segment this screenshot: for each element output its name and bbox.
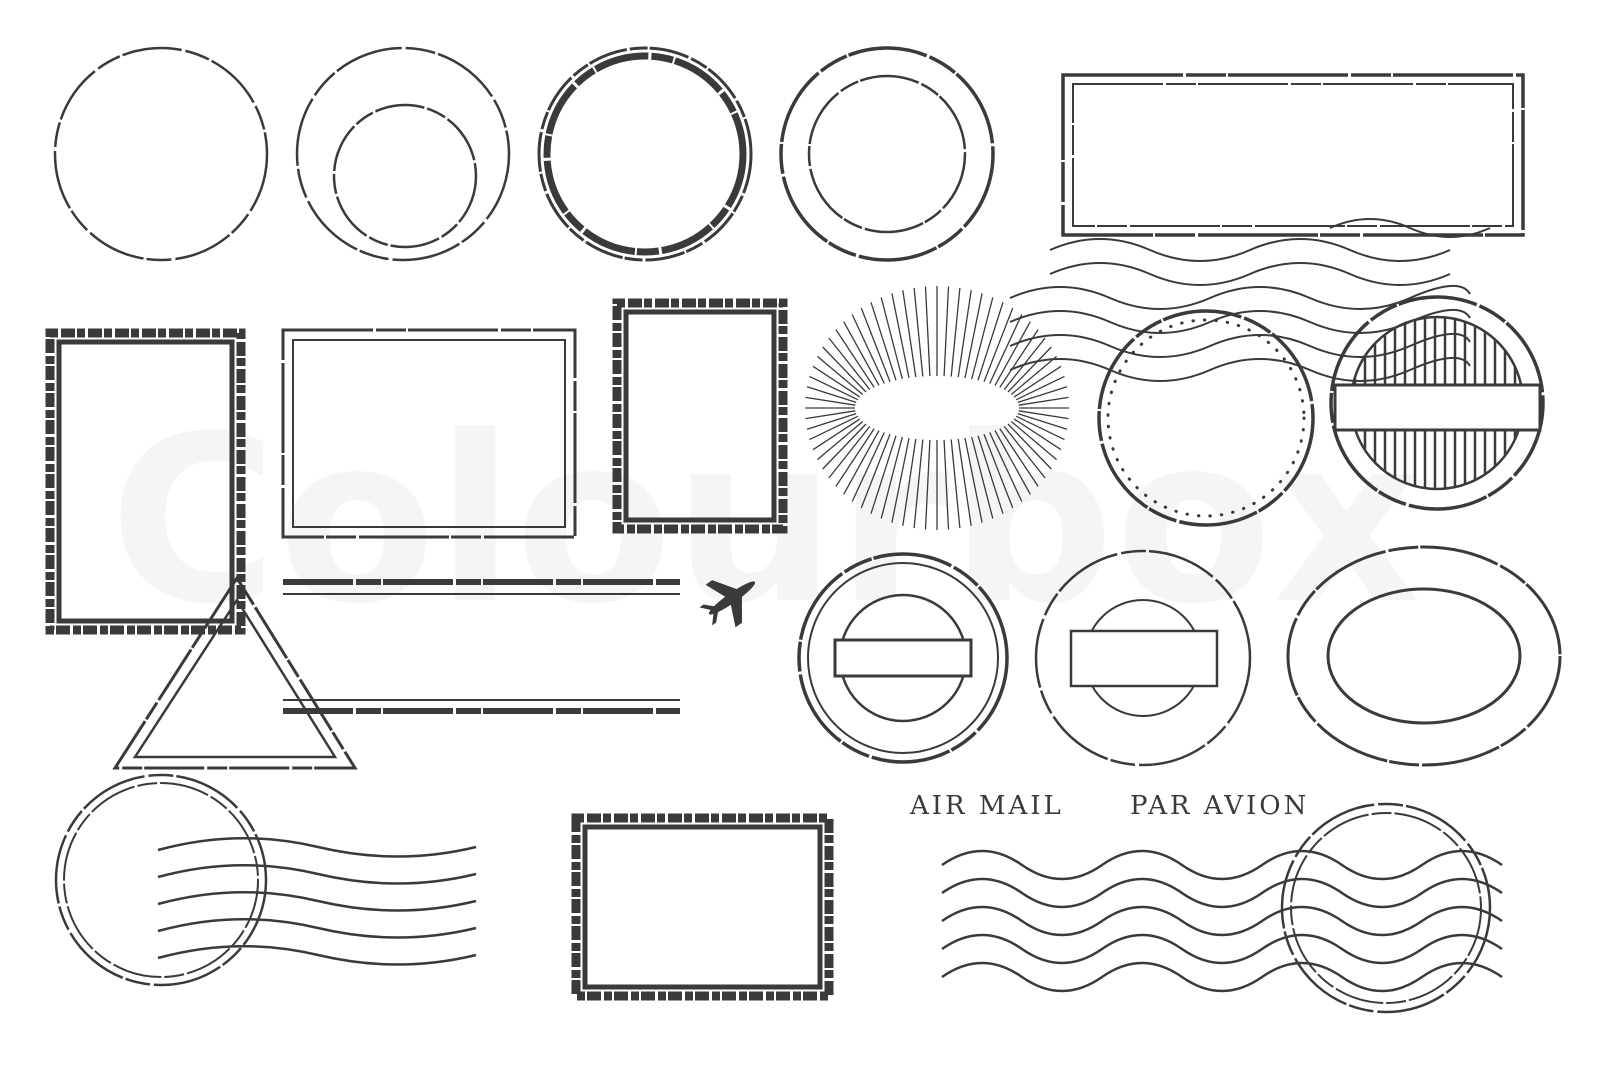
sunburst-ray xyxy=(1010,421,1058,461)
sunburst-ray xyxy=(822,346,867,393)
sunburst-ray xyxy=(828,425,871,479)
sunburst-ray xyxy=(835,428,875,487)
sunburst-ray xyxy=(977,435,1004,514)
sunburst-ray xyxy=(1013,418,1062,451)
sunburst-stamp xyxy=(805,286,1069,530)
sunburst-ray xyxy=(977,302,1004,381)
sunburst-ray xyxy=(851,314,885,384)
sunburst-ray xyxy=(957,438,972,526)
sunburst-ray xyxy=(835,329,875,388)
sunburst-ray xyxy=(805,410,856,420)
rectangle-stamp-landscape xyxy=(281,328,577,539)
sunburst-ray xyxy=(870,435,897,514)
postmark-wavy-lines-top xyxy=(1009,218,1491,382)
sunburst-ray xyxy=(1018,410,1069,420)
sunburst-ray xyxy=(851,432,885,502)
circle-stamp-thin xyxy=(53,46,269,262)
sunburst-ray xyxy=(957,290,972,378)
sunburst-ray xyxy=(1015,415,1065,441)
sunburst-ray xyxy=(870,302,897,381)
sunburst-ray xyxy=(924,286,931,377)
circle-stamp-offset-double xyxy=(295,46,511,262)
striped-circle-stamp xyxy=(1329,295,1545,511)
sunburst-ray xyxy=(943,286,950,377)
airplane-icon xyxy=(699,580,756,628)
sunburst-ray xyxy=(913,287,924,377)
sunburst-ray xyxy=(989,314,1023,384)
sunburst-ray xyxy=(812,365,861,398)
postmark-wavy-lines-bottom xyxy=(941,802,1503,1014)
sunburst-ray xyxy=(924,439,931,530)
sunburst-ray xyxy=(994,430,1031,495)
sunburst-ray xyxy=(1018,396,1069,406)
air-mail-label: AIR MAIL xyxy=(909,791,1064,821)
rectangle-stamp-double-border xyxy=(1061,73,1525,237)
sunburst-ray xyxy=(994,321,1031,386)
sunburst-ray xyxy=(809,375,859,401)
sunburst-ray xyxy=(989,432,1023,502)
sunburst-ray xyxy=(812,418,861,451)
circle-stamp-banner xyxy=(797,552,1009,764)
sunburst-ray xyxy=(971,436,994,519)
perforated-stamp-small xyxy=(612,298,788,534)
sunburst-ray xyxy=(913,439,924,529)
sunburst-ray xyxy=(822,423,867,470)
sunburst-ray xyxy=(860,433,891,509)
sunburst-ray xyxy=(806,386,857,404)
sunburst-ray xyxy=(964,293,983,379)
sunburst-ray xyxy=(806,412,857,430)
postmark-circle-with-lines xyxy=(54,773,477,987)
air-mail-bar-top xyxy=(283,579,680,595)
sunburst-ray xyxy=(828,337,871,391)
sunburst-ray xyxy=(1017,386,1068,404)
circle-stamp-label-box xyxy=(1034,549,1252,767)
sunburst-ray xyxy=(816,355,864,395)
sunburst-ray xyxy=(1007,346,1052,393)
dotted-circle-stamp xyxy=(1097,309,1315,527)
sunburst-ray xyxy=(983,433,1014,509)
sunburst-ray xyxy=(950,287,961,377)
triangle-stamp xyxy=(112,575,358,770)
sunburst-ray xyxy=(943,439,950,530)
sunburst-ray xyxy=(1010,355,1058,395)
sunburst-ray xyxy=(999,329,1039,388)
sunburst-ray xyxy=(816,421,864,461)
perforated-stamp-tall xyxy=(45,328,246,635)
sunburst-ray xyxy=(891,437,910,523)
sunburst-ray xyxy=(999,428,1039,487)
air-mail-bar-bottom xyxy=(283,699,680,714)
circle-stamp-thick-double xyxy=(537,46,753,262)
sunburst-ray xyxy=(983,307,1014,383)
sunburst-ray xyxy=(843,430,880,495)
sunburst-ray xyxy=(902,290,917,378)
sunburst-ray xyxy=(891,293,910,379)
sunburst-ray xyxy=(971,297,994,380)
sunburst-ray xyxy=(964,437,983,523)
sunburst-ray xyxy=(843,321,880,386)
sunburst-ray xyxy=(860,307,891,383)
sunburst-ray xyxy=(1013,365,1062,398)
sunburst-ray xyxy=(902,438,917,526)
oval-stamp xyxy=(1286,545,1562,767)
sunburst-ray xyxy=(880,297,903,380)
sunburst-ray xyxy=(950,439,961,529)
sunburst-ray xyxy=(1003,337,1046,391)
sunburst-ray xyxy=(1007,423,1052,470)
circle-stamp-concentric xyxy=(779,46,995,262)
sunburst-ray xyxy=(880,436,903,519)
par-avion-label: PAR AVION xyxy=(1130,791,1309,821)
perforated-stamp-landscape xyxy=(571,813,834,1001)
sunburst-ray xyxy=(805,396,856,406)
sunburst-ray xyxy=(1003,425,1046,479)
sunburst-ray xyxy=(1017,412,1068,430)
sunburst-ray xyxy=(809,415,859,441)
sunburst-ray xyxy=(1015,375,1065,401)
